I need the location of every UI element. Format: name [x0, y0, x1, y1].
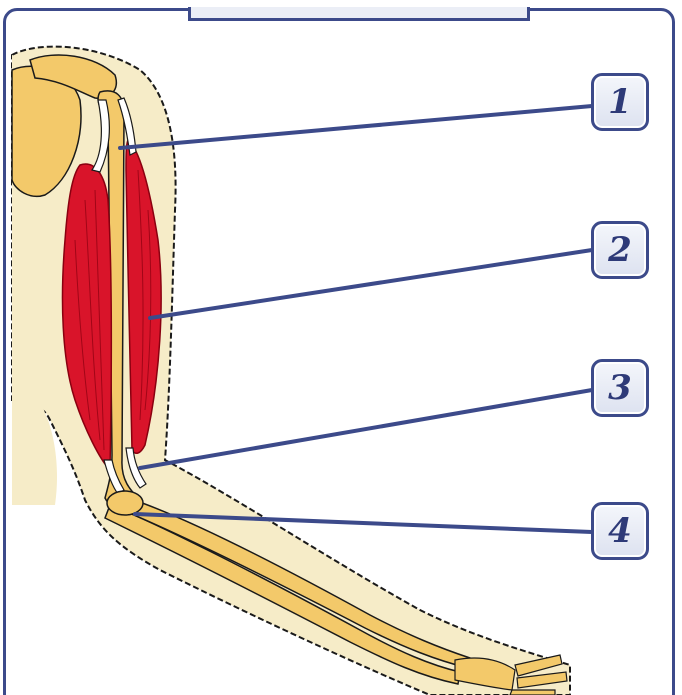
callout-box-2: 2 [591, 221, 649, 279]
leader-line-2 [150, 250, 592, 318]
callout-number-4: 4 [608, 514, 632, 548]
callout-number-3: 3 [608, 371, 632, 405]
callout-number-1: 1 [608, 85, 632, 119]
leader-line-1 [120, 106, 592, 148]
callout-box-3: 3 [591, 359, 649, 417]
callout-box-4: 4 [591, 502, 649, 560]
leader-line-3 [140, 390, 592, 468]
elbow-joint [107, 491, 143, 515]
leader-lines [120, 106, 592, 532]
callout-number-2: 2 [608, 233, 632, 267]
callout-box-1: 1 [591, 73, 649, 131]
